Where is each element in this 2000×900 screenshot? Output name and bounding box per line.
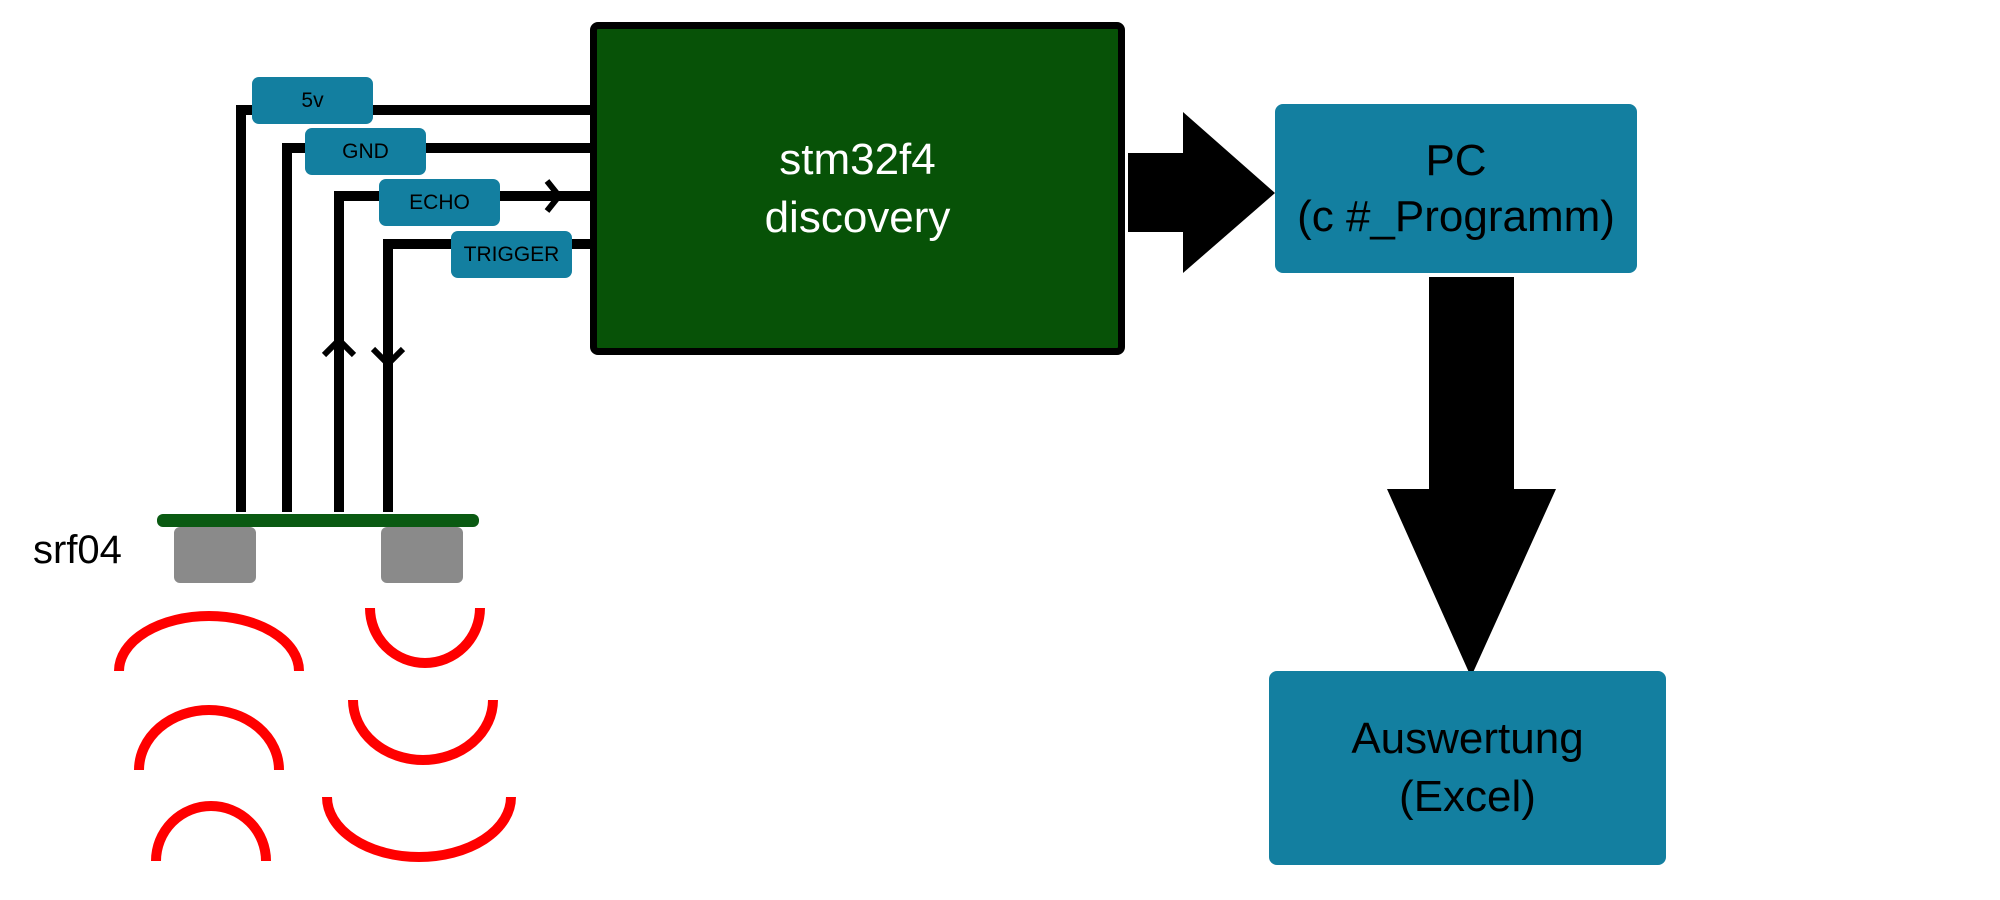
pc-title: PC (1425, 135, 1487, 185)
sensor-pcb (157, 514, 479, 527)
wave-echo-3 (322, 796, 516, 862)
mcu-title: stm32f4 (779, 134, 936, 184)
sensor-label: srf04 (33, 528, 122, 572)
evaluation-box: Auswertung (Excel) (1269, 671, 1666, 865)
arrow-pc-to-eval-icon (1387, 277, 1556, 677)
ultrasonic-waves (114, 607, 516, 862)
evaluation-title: Auswertung (1351, 714, 1584, 763)
pin-label-echo: ECHO (379, 179, 500, 226)
wave-emit-3 (151, 801, 271, 862)
sensor-transducer-left (174, 527, 256, 583)
pc-subtitle: (c #_Programm) (1297, 191, 1615, 241)
trigger-down-chevron-icon (370, 346, 406, 369)
sensor-transducer-right (381, 527, 463, 583)
mcu-subtitle: discovery (764, 192, 951, 242)
pin-label-trigger: TRIGGER (451, 231, 572, 278)
wire-echo (334, 191, 595, 512)
stm32f4-discovery-board: stm32f4 discovery (590, 22, 1125, 355)
pin-label-gnd: GND (305, 128, 426, 175)
wave-emit-2 (134, 705, 284, 771)
evaluation-subtitle: (Excel) (1399, 772, 1536, 821)
echo-up-chevron-icon (321, 335, 357, 358)
wire-trigger (383, 239, 595, 512)
arrow-mcu-to-pc-icon (1128, 112, 1275, 273)
wire-5v (236, 105, 595, 512)
wave-emit-1 (114, 611, 304, 672)
wave-echo-1 (365, 607, 485, 668)
pin-label-5v: 5v (252, 77, 373, 124)
wire-gnd (282, 143, 595, 512)
wave-echo-2 (348, 699, 498, 765)
pc-box: PC (c #_Programm) (1275, 104, 1637, 273)
echo-direction-chevron-icon (544, 179, 563, 213)
signal-direction-marks (321, 179, 563, 369)
